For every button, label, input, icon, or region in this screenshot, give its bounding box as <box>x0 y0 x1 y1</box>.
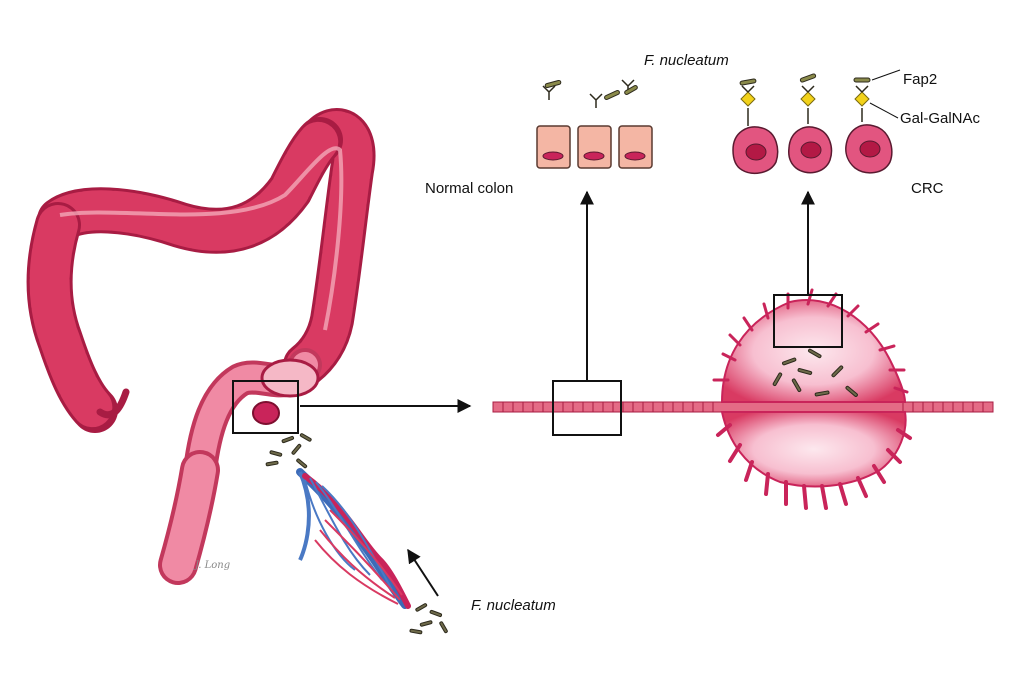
crc-cell <box>788 126 833 174</box>
fn-label-top: F. nucleatum <box>644 52 729 69</box>
tumor-mass <box>712 288 912 510</box>
bacteria-cluster-colon <box>265 433 312 469</box>
normal-colon-label: Normal colon <box>425 180 514 197</box>
gal-galnac-label: Gal-GalNAc <box>900 110 981 127</box>
artist-signature: J. Long <box>193 560 230 571</box>
colon-illustration <box>26 108 376 585</box>
normal-cell <box>536 125 571 169</box>
crc-cell <box>732 126 779 175</box>
bacteria-cluster-vessel <box>409 603 448 635</box>
bacterium-icon <box>739 73 871 86</box>
crc-label: CRC <box>911 180 944 197</box>
normal-colon-cells <box>536 125 653 169</box>
fap2-label: Fap2 <box>903 71 938 88</box>
fap2-adhesin-icon <box>741 85 869 93</box>
gal-galnac-diamond-icon <box>740 91 870 107</box>
normal-cell <box>577 125 612 169</box>
fn-label-bottom: F. nucleatum <box>471 597 556 614</box>
blood-vessel-illustration <box>296 468 411 609</box>
bacteria-in-tumor <box>772 348 858 397</box>
colon-callout-box <box>232 380 299 434</box>
crc-cell <box>845 124 893 174</box>
crc-cells <box>732 69 901 175</box>
normal-cell <box>618 125 653 169</box>
arrow-icon <box>407 548 439 597</box>
bacterium-icon <box>544 79 638 101</box>
epithelium-strip <box>492 401 994 413</box>
